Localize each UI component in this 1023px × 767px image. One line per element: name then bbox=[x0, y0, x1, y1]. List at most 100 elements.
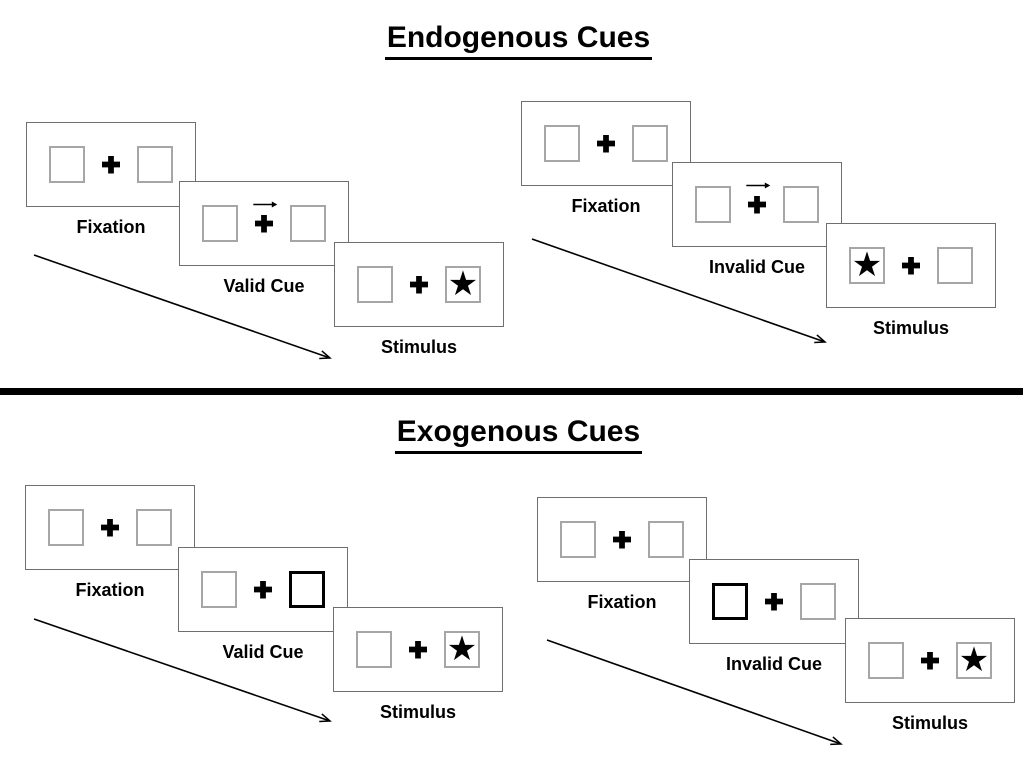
screen-panel: ★ ★ bbox=[25, 485, 195, 570]
section-title-text: Endogenous Cues bbox=[384, 21, 653, 60]
panel-fixation: ★ ★ Fixation bbox=[25, 485, 195, 600]
left-box: ★ bbox=[48, 509, 84, 546]
left-box: ★ bbox=[712, 583, 748, 620]
panel-center bbox=[902, 256, 920, 275]
star-icon: ★ bbox=[447, 264, 479, 303]
left-box: ★ bbox=[202, 205, 238, 242]
timeline-arrow bbox=[33, 254, 332, 360]
screen-panel: ★ ★ bbox=[333, 607, 503, 692]
fixation-cross-icon bbox=[921, 651, 939, 670]
left-box: ★ bbox=[868, 642, 904, 679]
step-label: Fixation bbox=[75, 580, 145, 600]
panel-invalid-cue: ★ ★ Invalid Cue bbox=[689, 559, 859, 674]
step-label: Fixation bbox=[587, 592, 657, 612]
section-title-endogenous: Endogenous Cues bbox=[0, 21, 1023, 60]
fixation-cross-icon bbox=[410, 275, 428, 294]
panel-stimulus: ★ ★ Stimulus bbox=[826, 223, 996, 338]
fixation-cross-icon bbox=[597, 134, 615, 153]
right-box: ★ bbox=[648, 521, 684, 558]
left-box: ★ bbox=[695, 186, 731, 223]
star-icon: ★ bbox=[851, 245, 883, 284]
step-label: Valid Cue bbox=[222, 642, 304, 662]
left-box: ★ bbox=[357, 266, 393, 303]
step-label: Fixation bbox=[76, 217, 146, 237]
left-box: ★ bbox=[356, 631, 392, 668]
panel-center bbox=[409, 640, 427, 659]
right-box: ★ bbox=[444, 631, 480, 668]
panel-fixation: ★ ★ Fixation bbox=[26, 122, 196, 237]
fixation-cross-icon bbox=[748, 195, 766, 214]
screen-panel: ★ ★ bbox=[537, 497, 707, 582]
cue-arrow-icon bbox=[746, 182, 771, 188]
step-label: Fixation bbox=[571, 196, 641, 216]
screen-panel: ★ ★ bbox=[521, 101, 691, 186]
step-label: Stimulus bbox=[380, 337, 457, 357]
panel-fixation: ★ ★ Fixation bbox=[537, 497, 707, 612]
panel-fixation: ★ ★ Fixation bbox=[521, 101, 691, 216]
panel-center bbox=[746, 182, 771, 214]
panel-center bbox=[254, 580, 272, 599]
fixation-cross-icon bbox=[613, 530, 631, 549]
panel-valid-cue: ★ ★ Valid Cue bbox=[179, 181, 349, 296]
panel-valid-cue: ★ ★ Valid Cue bbox=[178, 547, 348, 662]
right-box: ★ bbox=[800, 583, 836, 620]
right-box: ★ bbox=[956, 642, 992, 679]
panel-stimulus: ★ ★ Stimulus bbox=[334, 242, 504, 357]
section-title-exogenous: Exogenous Cues bbox=[0, 415, 1023, 454]
panel-center bbox=[597, 134, 615, 153]
left-box: ★ bbox=[49, 146, 85, 183]
timeline-arrow bbox=[33, 618, 332, 723]
left-box: ★ bbox=[560, 521, 596, 558]
panel-center bbox=[613, 530, 631, 549]
left-box: ★ bbox=[849, 247, 885, 284]
fixation-cross-icon bbox=[101, 518, 119, 537]
screen-panel: ★ ★ bbox=[672, 162, 842, 247]
screen-panel: ★ ★ bbox=[689, 559, 859, 644]
right-box: ★ bbox=[136, 509, 172, 546]
panel-center bbox=[410, 275, 428, 294]
left-box: ★ bbox=[201, 571, 237, 608]
fixation-cross-icon bbox=[409, 640, 427, 659]
panel-center bbox=[102, 155, 120, 174]
star-icon: ★ bbox=[446, 629, 478, 668]
panel-center bbox=[765, 592, 783, 611]
screen-panel: ★ ★ bbox=[179, 181, 349, 266]
screen-panel: ★ ★ bbox=[178, 547, 348, 632]
right-box: ★ bbox=[937, 247, 973, 284]
fixation-cross-icon bbox=[254, 580, 272, 599]
screen-panel: ★ ★ bbox=[334, 242, 504, 327]
panel-stimulus: ★ ★ Stimulus bbox=[845, 618, 1015, 733]
step-label: Valid Cue bbox=[223, 276, 305, 296]
screen-panel: ★ ★ bbox=[826, 223, 996, 308]
fixation-cross-icon bbox=[102, 155, 120, 174]
section-title-text: Exogenous Cues bbox=[394, 415, 643, 454]
timeline-arrow bbox=[531, 238, 827, 344]
right-box: ★ bbox=[289, 571, 325, 608]
timeline-arrow bbox=[546, 639, 843, 746]
right-box: ★ bbox=[783, 186, 819, 223]
right-box: ★ bbox=[632, 125, 668, 162]
fixation-cross-icon bbox=[902, 256, 920, 275]
screen-panel: ★ ★ bbox=[845, 618, 1015, 703]
cue-arrow-icon bbox=[253, 201, 278, 207]
panel-center bbox=[101, 518, 119, 537]
left-box: ★ bbox=[544, 125, 580, 162]
star-icon: ★ bbox=[958, 640, 990, 679]
step-label: Stimulus bbox=[891, 713, 968, 733]
section-divider bbox=[0, 388, 1023, 395]
step-label: Invalid Cue bbox=[708, 257, 806, 277]
step-label: Stimulus bbox=[872, 318, 949, 338]
right-box: ★ bbox=[445, 266, 481, 303]
right-box: ★ bbox=[137, 146, 173, 183]
right-box: ★ bbox=[290, 205, 326, 242]
panel-invalid-cue: ★ ★ Invalid Cue bbox=[672, 162, 842, 277]
step-label: Invalid Cue bbox=[725, 654, 823, 674]
fixation-cross-icon bbox=[255, 214, 273, 233]
panel-stimulus: ★ ★ Stimulus bbox=[333, 607, 503, 722]
panel-center bbox=[253, 201, 278, 233]
panel-center bbox=[921, 651, 939, 670]
step-label: Stimulus bbox=[379, 702, 456, 722]
fixation-cross-icon bbox=[765, 592, 783, 611]
